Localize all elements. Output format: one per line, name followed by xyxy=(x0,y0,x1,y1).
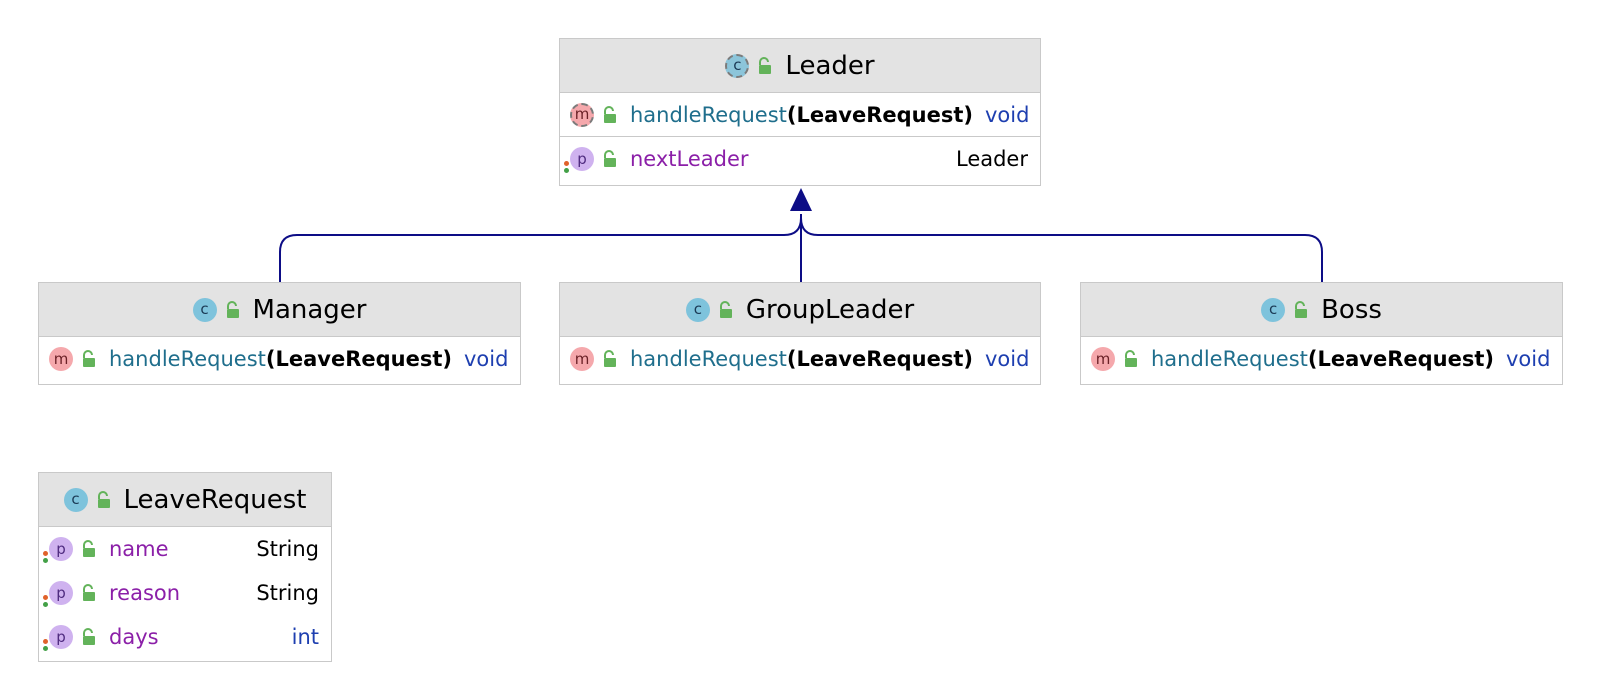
method-return-type: void xyxy=(984,102,1030,127)
lock-icon xyxy=(83,628,95,645)
lock-icon xyxy=(759,56,772,74)
field-type: int xyxy=(291,625,319,649)
method-icon: m xyxy=(49,347,73,371)
lock-icon xyxy=(1125,350,1137,367)
field-name: days xyxy=(109,625,159,649)
class-header: c GroupLeader xyxy=(560,283,1040,337)
class-icon: c xyxy=(1261,297,1286,322)
method-icon: m xyxy=(570,347,594,371)
class-icon: c xyxy=(192,297,217,322)
class-name: Leader xyxy=(785,50,875,81)
field-row[interactable]: p name String xyxy=(39,527,331,571)
field-icon: p xyxy=(43,625,73,651)
lock-icon xyxy=(604,105,616,123)
field-row[interactable]: p days int xyxy=(39,615,331,659)
method-row[interactable]: m handleRequest (LeaveRequest) void xyxy=(560,337,1040,381)
class-icon: c xyxy=(63,487,88,512)
lock-icon xyxy=(604,350,616,367)
field-icon: p xyxy=(43,537,73,563)
class-name: Boss xyxy=(1321,294,1382,325)
method-params: (LeaveRequest) xyxy=(1307,347,1494,371)
method-row[interactable]: m handleRequest (LeaveRequest) void xyxy=(1081,337,1562,381)
abstract-class-icon: c xyxy=(725,53,750,78)
edge-manager-to-leader xyxy=(279,214,802,282)
field-name: nextLeader xyxy=(630,147,749,171)
field-icon: p xyxy=(43,581,73,607)
method-name: handleRequest xyxy=(1151,347,1308,371)
class-icon: c xyxy=(685,297,710,322)
edge-boss-to-leader xyxy=(800,214,1323,282)
class-header: c Boss xyxy=(1081,283,1562,337)
class-header: c Leader xyxy=(560,39,1040,93)
method-return-type: void xyxy=(1505,347,1551,371)
class-header: c LeaveRequest xyxy=(39,473,331,527)
field-row[interactable]: p nextLeader Leader xyxy=(560,137,1040,181)
field-icon: p xyxy=(564,147,594,173)
field-type: String xyxy=(256,581,319,605)
method-name: handleRequest xyxy=(630,102,787,127)
class-header: c Manager xyxy=(39,283,520,337)
class-groupleader[interactable]: c GroupLeader m handleRequest (LeaveRequ… xyxy=(559,282,1041,385)
lock-icon xyxy=(83,350,95,367)
class-boss[interactable]: c Boss m handleRequest (LeaveRequest) vo… xyxy=(1080,282,1563,385)
method-params: (LeaveRequest) xyxy=(265,347,452,371)
abstract-method-icon: m xyxy=(570,102,594,127)
method-return-type: void xyxy=(463,347,509,371)
inheritance-arrowhead xyxy=(790,188,812,211)
class-name: LeaveRequest xyxy=(123,484,307,515)
class-leader[interactable]: c Leader m handleRequest (LeaveRequest) … xyxy=(559,38,1041,186)
lock-icon xyxy=(226,300,239,318)
method-params: (LeaveRequest) xyxy=(786,347,973,371)
field-name: reason xyxy=(109,581,181,605)
method-row[interactable]: m handleRequest (LeaveRequest) void xyxy=(560,93,1040,137)
field-type: Leader xyxy=(955,147,1028,171)
method-params: (LeaveRequest) xyxy=(786,102,973,127)
class-manager[interactable]: c Manager m handleRequest (LeaveRequest)… xyxy=(38,282,521,385)
field-name: name xyxy=(109,537,169,561)
method-name: handleRequest xyxy=(630,347,787,371)
lock-icon xyxy=(83,540,95,557)
lock-icon xyxy=(719,300,732,318)
class-name: Manager xyxy=(252,294,367,325)
method-icon: m xyxy=(1091,347,1115,371)
class-leaverequest[interactable]: c LeaveRequest p name String p reason St… xyxy=(38,472,332,662)
lock-icon xyxy=(1295,300,1308,318)
field-row[interactable]: p reason String xyxy=(39,571,331,615)
class-name: GroupLeader xyxy=(745,294,915,325)
lock-icon xyxy=(97,490,110,508)
method-row[interactable]: m handleRequest (LeaveRequest) void xyxy=(39,337,520,381)
lock-icon xyxy=(83,584,95,601)
field-type: String xyxy=(256,537,319,561)
method-name: handleRequest xyxy=(109,347,266,371)
lock-icon xyxy=(604,150,616,167)
method-return-type: void xyxy=(984,347,1030,371)
